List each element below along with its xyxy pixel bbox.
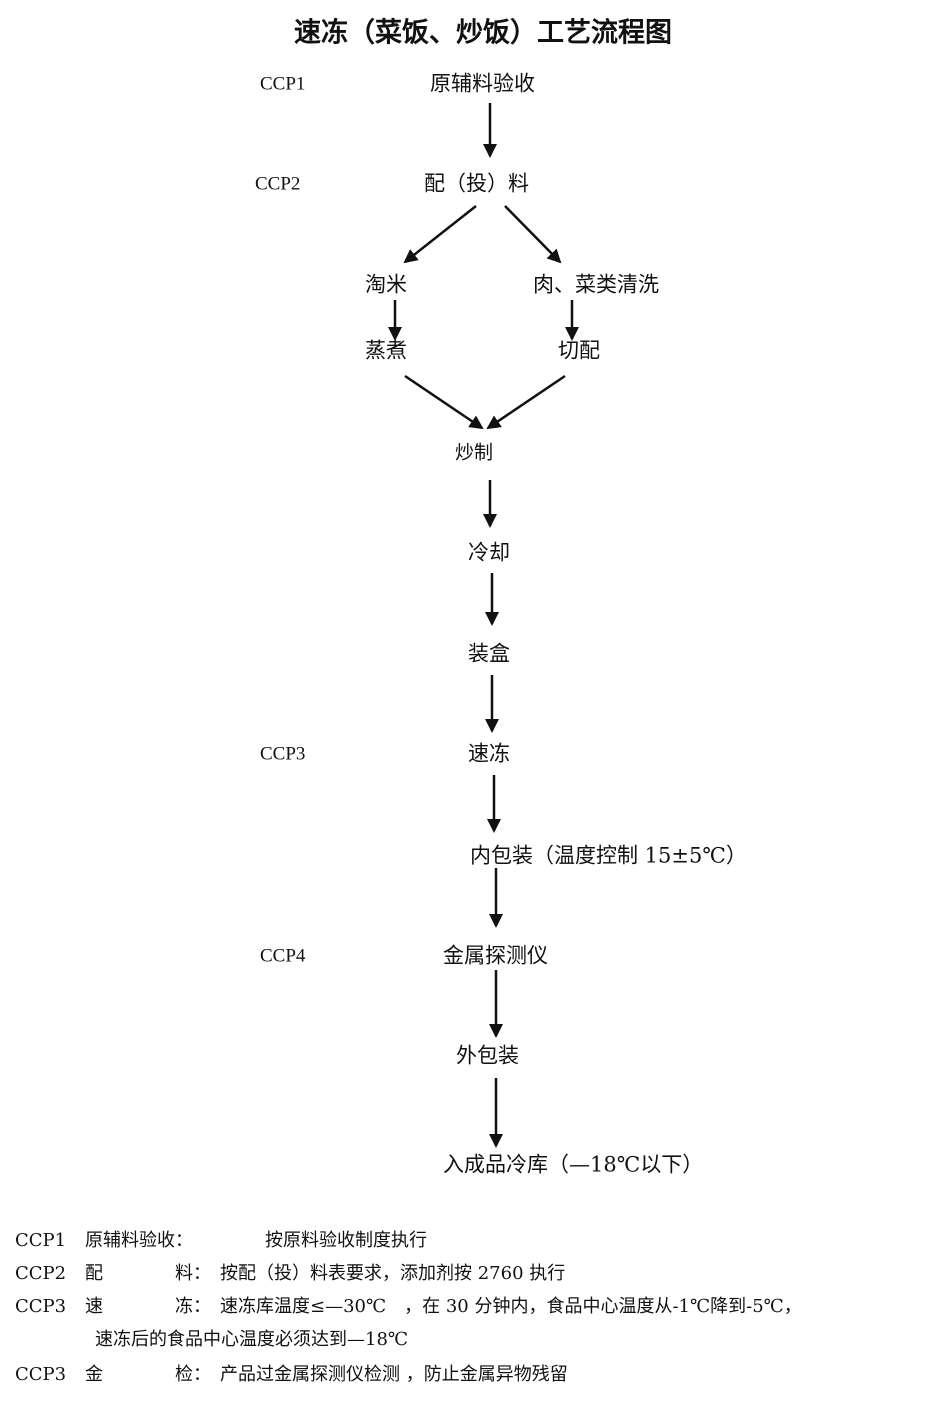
note-code: CCP1 (15, 1230, 67, 1251)
note-name: 速 (85, 1296, 103, 1317)
note-name: 冻： (175, 1296, 211, 1317)
node-cool: 冷却 (468, 540, 510, 565)
note-name: 料： (175, 1263, 211, 1284)
node-raw-receive: 原辅料验收 (430, 71, 535, 96)
ccp3-label: CCP3 (260, 743, 306, 765)
note-name: 配 (85, 1263, 103, 1284)
arrow-batching-meat (504, 205, 562, 264)
note-desc: 产品过金属探测仪检测 ，防止金属异物残留 (220, 1364, 568, 1385)
node-quick-freeze: 速冻 (468, 741, 510, 766)
node-wash-meat-veg: 肉、菜类清洗 (533, 272, 659, 297)
node-steam: 蒸煮 (365, 338, 407, 363)
arrow-batching-rice (403, 205, 477, 264)
note-code: CCP3 (15, 1296, 67, 1317)
node-wash-rice: 淘米 (365, 272, 407, 297)
arrow-cut-fry (486, 374, 566, 430)
note-code: CCP2 (15, 1263, 67, 1284)
note-desc: 按原料验收制度执行 (265, 1230, 427, 1251)
node-outer-pack: 外包装 (456, 1043, 519, 1068)
note-desc: 按配（投）料表要求，添加剂按 2760 执行 (220, 1263, 566, 1284)
node-inner-pack: 内包装（温度控制 15±5℃） (470, 843, 747, 868)
node-boxing: 装盒 (468, 641, 510, 666)
node-stir-fry: 炒制 (455, 441, 494, 464)
note-name: 检： (175, 1364, 211, 1385)
note-name: 金 (85, 1364, 103, 1385)
node-batching: 配（投）料 (424, 171, 529, 196)
note-name: 原辅料验收： (85, 1230, 193, 1251)
ccp2-label: CCP2 (255, 173, 301, 195)
arrow-steam-fry (404, 374, 484, 430)
ccp4-label: CCP4 (260, 945, 306, 967)
node-cold-storage: 入成品冷库（—18℃以下） (443, 1152, 704, 1177)
note-code: CCP3 (15, 1364, 67, 1385)
note-desc-continued: 速冻后的食品中心温度必须达到—18℃ (95, 1329, 409, 1350)
page-title: 速冻（菜饭、炒饭）工艺流程图 (294, 17, 672, 49)
note-desc: 速冻库温度≤—30℃ ，在 30 分钟内，食品中心温度从-1℃降到-5℃， (220, 1296, 802, 1317)
ccp1-label: CCP1 (260, 73, 306, 95)
node-metal-detect: 金属探测仪 (443, 943, 548, 968)
node-cut: 切配 (558, 338, 600, 363)
